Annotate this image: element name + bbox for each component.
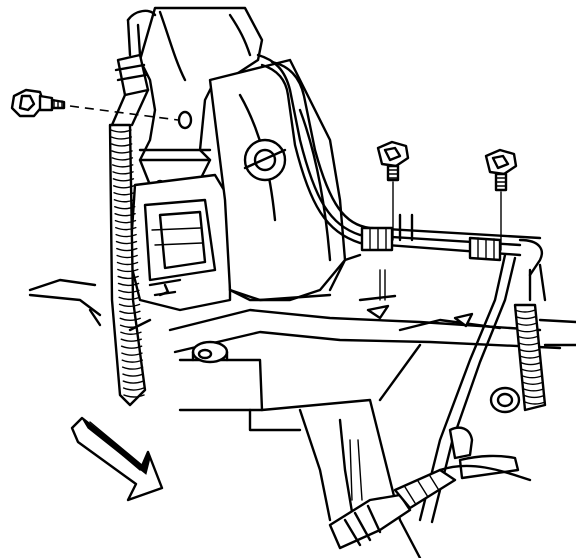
hose-rib (113, 185, 135, 189)
hose-rib (116, 254, 138, 259)
hose-rib (117, 275, 139, 280)
wheel-house-panel (128, 58, 347, 312)
front-direction-arrow (70, 416, 164, 502)
hose-rib (517, 342, 540, 346)
hose-rib (514, 309, 536, 313)
alignment-line (69, 105, 179, 121)
fastener-marks (358, 294, 474, 328)
bolt-left (10, 88, 179, 121)
hose-rib (120, 345, 143, 349)
hose-rib (112, 171, 134, 175)
hose-rib (515, 322, 538, 326)
hose-rib (115, 233, 137, 238)
hose-rib (118, 289, 140, 294)
hose-rib (114, 212, 136, 217)
hose-rib (518, 348, 540, 353)
hose-rib (116, 247, 138, 252)
hose-rib (519, 355, 541, 359)
hose-rib (516, 329, 538, 333)
hose-rib (116, 261, 139, 266)
bolt-right (484, 148, 518, 251)
lower-hose-assembly (330, 428, 532, 550)
hose-rib (122, 373, 144, 377)
hose-rib (111, 157, 134, 161)
hose-rib (520, 368, 543, 372)
hose-rib (123, 394, 145, 398)
hose-rib (517, 335, 539, 339)
hose-rib (115, 240, 138, 245)
hose-rib (524, 401, 546, 405)
hose-rib (118, 296, 140, 301)
hose-rib (522, 388, 545, 392)
hose-rib (121, 352, 143, 356)
grommet-right (489, 386, 521, 414)
hose-rib (110, 136, 133, 140)
grommet-left (191, 340, 229, 364)
bolt-center (376, 140, 410, 241)
hose-rib (113, 199, 136, 203)
hard-lines (256, 53, 547, 524)
hose-rib (523, 394, 545, 399)
hose-rib (112, 178, 135, 182)
hose-rib (117, 268, 139, 273)
hose-rib (121, 359, 143, 363)
hose-rib (110, 129, 132, 133)
hose-rib (120, 338, 142, 342)
hose-rib (114, 206, 136, 210)
hose-rib (113, 192, 135, 196)
hose-rib (520, 361, 542, 366)
hose-rib (114, 219, 137, 224)
hose-rib (119, 317, 141, 321)
hose-rib (115, 226, 137, 231)
hose-rib (118, 303, 141, 308)
floor-frame (28, 278, 576, 558)
hose-rib (111, 150, 133, 154)
right-corrugated-hose (513, 303, 547, 412)
hose-rib (120, 331, 142, 335)
hose-rib (112, 164, 134, 168)
hose-rib (521, 375, 543, 379)
hose-rib (522, 381, 544, 385)
hose-rib (122, 387, 145, 391)
hose-rib (121, 366, 144, 370)
hose-rib (110, 143, 133, 147)
hose-rib (119, 310, 141, 315)
misc-details (128, 253, 386, 332)
hose-rib (122, 380, 145, 384)
left-corrugated-hose (108, 9, 157, 407)
hose-rib (117, 282, 140, 287)
hose-rib (515, 315, 537, 320)
